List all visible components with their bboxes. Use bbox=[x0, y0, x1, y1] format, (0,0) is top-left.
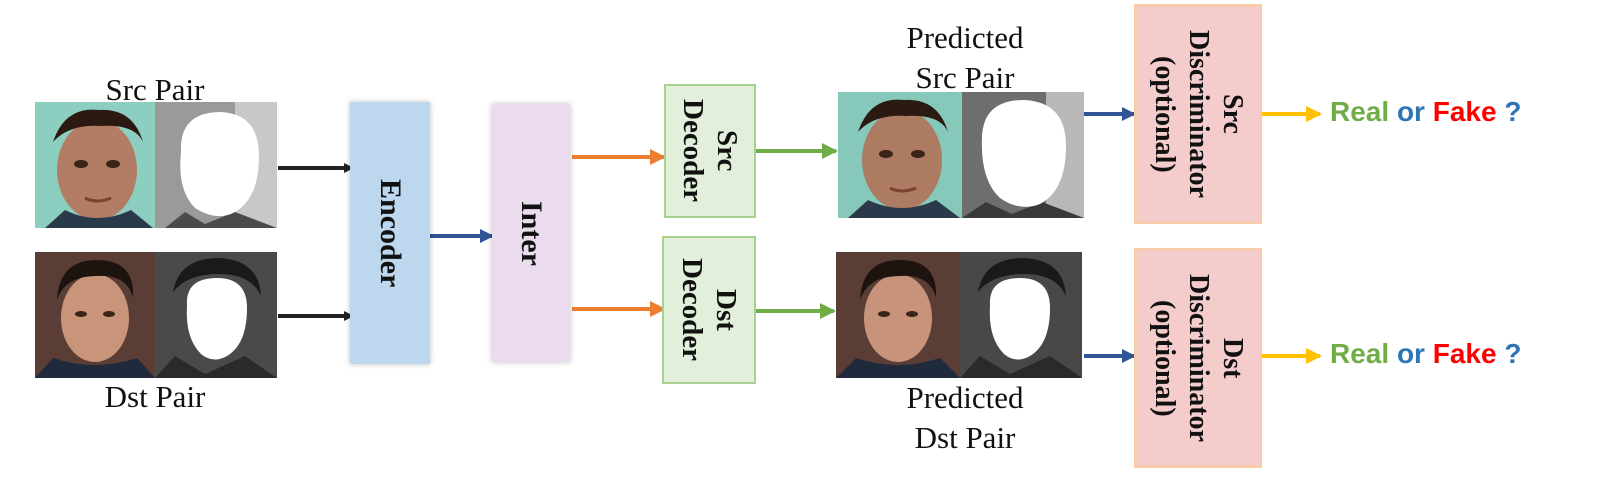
dst-result-text: Real or Fake ? bbox=[1330, 338, 1521, 370]
pred-src-face-image bbox=[838, 92, 962, 218]
dst-discriminator-label: Dst Discriminator (optional) bbox=[1147, 274, 1249, 442]
dst-disc-line2: Discriminator bbox=[1183, 274, 1214, 442]
src-result-real: Real bbox=[1330, 96, 1390, 127]
dst-decoder-line1: Dst bbox=[710, 289, 742, 331]
src-face-image bbox=[35, 102, 155, 228]
predicted-src-line2: Src Pair bbox=[915, 60, 1015, 95]
src-result-fake: Fake bbox=[1432, 96, 1497, 127]
dst-decoder-label: Dst Decoder bbox=[675, 258, 743, 361]
src-mask-image bbox=[155, 102, 277, 228]
predicted-src-label: Predicted Src Pair bbox=[880, 18, 1050, 98]
src-decoder-label: Src Decoder bbox=[676, 99, 744, 202]
src-decoder-line2: Decoder bbox=[677, 99, 709, 203]
src-result-or: or bbox=[1396, 96, 1425, 127]
dst-result-question: ? bbox=[1504, 338, 1522, 369]
src-decoder-line1: Src bbox=[711, 130, 743, 172]
src-disc-line3: (optional) bbox=[1149, 55, 1180, 173]
src-result-text: Real or Fake ? bbox=[1330, 96, 1521, 128]
src-discriminator-block: Src Discriminator (optional) bbox=[1134, 4, 1262, 224]
src-discriminator-label: Src Discriminator (optional) bbox=[1147, 30, 1249, 198]
pred-dst-mask-image bbox=[960, 252, 1082, 378]
pred-dst-face-image bbox=[836, 252, 960, 378]
encoder-label: Encoder bbox=[374, 178, 407, 288]
src-decoder-block: Src Decoder bbox=[664, 84, 756, 218]
src-pair-label: Src Pair bbox=[105, 72, 205, 107]
inter-block: Inter bbox=[492, 104, 570, 362]
dst-disc-line3: (optional) bbox=[1149, 299, 1180, 417]
src-disc-line1: Src bbox=[1217, 94, 1248, 134]
predicted-dst-line2: Dst Pair bbox=[914, 420, 1016, 455]
inter-label: Inter bbox=[515, 200, 548, 266]
dst-disc-line1: Dst bbox=[1217, 337, 1248, 379]
dst-result-real: Real bbox=[1330, 338, 1390, 369]
dst-face-image bbox=[35, 252, 155, 378]
src-disc-line2: Discriminator bbox=[1183, 30, 1214, 198]
predicted-src-line1: Predicted bbox=[906, 20, 1024, 55]
dst-result-fake: Fake bbox=[1432, 338, 1497, 369]
dst-mask-image bbox=[155, 252, 277, 378]
dst-decoder-line2: Decoder bbox=[676, 258, 708, 362]
dst-pair-label: Dst Pair bbox=[104, 379, 206, 414]
encoder-block: Encoder bbox=[350, 102, 430, 364]
predicted-dst-label: Predicted Dst Pair bbox=[880, 378, 1050, 458]
pred-src-mask-image bbox=[962, 92, 1084, 218]
predicted-dst-line1: Predicted bbox=[906, 380, 1024, 415]
src-result-question: ? bbox=[1504, 96, 1522, 127]
dst-discriminator-block: Dst Discriminator (optional) bbox=[1134, 248, 1262, 468]
dst-decoder-block: Dst Decoder bbox=[662, 236, 756, 384]
dst-result-or: or bbox=[1396, 338, 1425, 369]
